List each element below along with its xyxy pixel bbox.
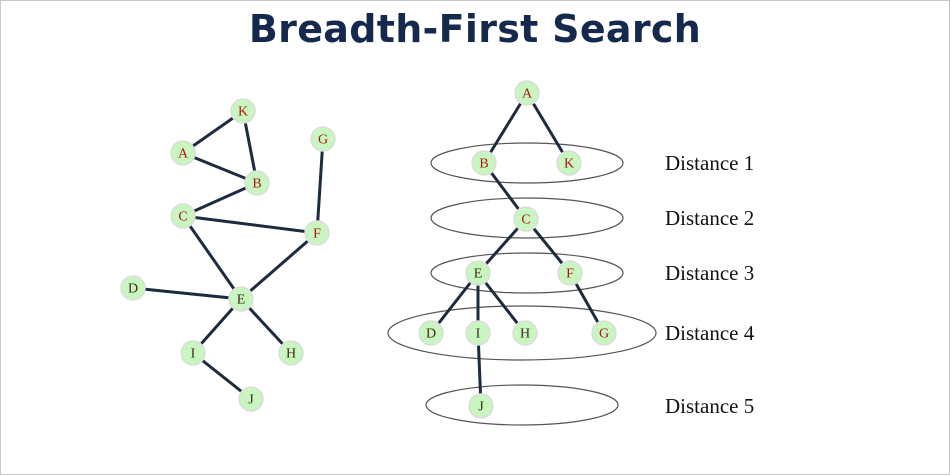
tree-node-label: A	[522, 87, 533, 102]
tree-edges	[429, 91, 606, 408]
tree-node-circle	[468, 393, 494, 419]
level-label-2: Distance 2	[665, 206, 754, 230]
level-label-3: Distance 3	[665, 261, 754, 285]
graph-node-label: H	[286, 347, 296, 362]
tree-node-i: I	[465, 320, 491, 346]
tree-node-b: B	[471, 150, 497, 176]
level-label-5: Distance 5	[665, 394, 754, 418]
tree-node-e: E	[465, 260, 491, 286]
graph-node-h: H	[278, 340, 304, 366]
tree-node-a: A	[514, 80, 540, 106]
graph-node-label: J	[248, 393, 254, 408]
graph-node-label: C	[178, 210, 187, 225]
graph-edge-f-e	[239, 231, 319, 301]
tree-node-circle	[471, 150, 497, 176]
graph-node-circle	[170, 140, 196, 166]
tree-node-circle	[513, 206, 539, 232]
tree-node-label: B	[479, 157, 488, 172]
graph-node-label: G	[318, 133, 328, 148]
tree-node-label: K	[564, 157, 574, 172]
graph-node-b: B	[244, 170, 270, 196]
tree-node-k: K	[556, 150, 582, 176]
graph-node-circle	[120, 275, 146, 301]
slide-title: Breadth-First Search	[248, 7, 702, 51]
graph-node-label: I	[191, 347, 196, 362]
tree-node-circle	[514, 80, 540, 106]
graph-node-circle	[244, 170, 270, 196]
tree-node-label: G	[599, 327, 609, 342]
tree-node-h: H	[512, 320, 538, 346]
tree-node-label: H	[520, 327, 530, 342]
tree-node-label: C	[521, 213, 530, 228]
tree-node-circle	[465, 320, 491, 346]
level-label-4: Distance 4	[665, 321, 755, 345]
tree-node-f: F	[557, 260, 583, 286]
graph-node-label: E	[237, 293, 246, 308]
level-ring-5	[425, 384, 619, 426]
graph-node-label: A	[178, 147, 189, 162]
graph-edge-c-e	[181, 214, 243, 301]
graph-node-f: F	[304, 220, 330, 246]
tree-node-circle	[591, 320, 617, 346]
graph-node-circle	[180, 340, 206, 366]
graph-node-c: C	[170, 203, 196, 229]
level-rings	[387, 142, 657, 426]
tree-node-circle	[465, 260, 491, 286]
tree-node-label: D	[426, 327, 436, 342]
graph-edge-a-b	[181, 151, 259, 185]
level-ring-3	[430, 252, 624, 294]
tree-node-circle	[557, 260, 583, 286]
tree-node-label: E	[474, 267, 483, 282]
graph-node-j: J	[238, 386, 264, 412]
level-labels: Distance 1 Distance 2 Distance 3 Distance 4…	[665, 151, 755, 418]
level-label-1: Distance 1	[665, 151, 754, 175]
tree-node-circle	[556, 150, 582, 176]
graph-node-circle	[310, 126, 336, 152]
graph-node-circle	[304, 220, 330, 246]
graph-node-circle	[230, 98, 256, 124]
tree-node-label: J	[478, 400, 484, 415]
graph-node-circle	[170, 203, 196, 229]
graph-edge-b-c	[181, 181, 259, 218]
graph-edge-d-e	[131, 286, 243, 301]
graph-node-k: K	[230, 98, 256, 124]
graph-node-label: B	[252, 177, 261, 192]
graph-node-circle	[238, 386, 264, 412]
tree-nodes: A B K C E F D I H G J	[418, 80, 617, 419]
tree-node-label: F	[566, 267, 574, 282]
level-ring-4	[387, 305, 657, 361]
graph-node-circle	[278, 340, 304, 366]
tree-node-label: I	[476, 327, 481, 342]
graph-nodes: K A B G C F D E I H J	[120, 98, 336, 412]
graph-edge-c-f	[181, 214, 319, 235]
graph-node-e: E	[228, 286, 254, 312]
graph-node-label: F	[313, 227, 321, 242]
tree-node-g: G	[591, 320, 617, 346]
tree-node-d: D	[418, 320, 444, 346]
graph-node-label: D	[128, 282, 138, 297]
tree-edge-a-b	[482, 91, 529, 165]
level-ring-2	[430, 197, 624, 239]
tree-node-c: C	[513, 206, 539, 232]
graph-node-label: K	[238, 105, 248, 120]
graph-node-d: D	[120, 275, 146, 301]
graph-node-a: A	[170, 140, 196, 166]
tree-node-j: J	[468, 393, 494, 419]
tree-edge-a-k	[525, 91, 571, 165]
tree-node-circle	[418, 320, 444, 346]
tree-node-circle	[512, 320, 538, 346]
graph-node-g: G	[310, 126, 336, 152]
graph-node-i: I	[180, 340, 206, 366]
level-ring-1	[430, 142, 624, 184]
graph-node-circle	[228, 286, 254, 312]
graph-edge-g-f	[315, 137, 325, 235]
